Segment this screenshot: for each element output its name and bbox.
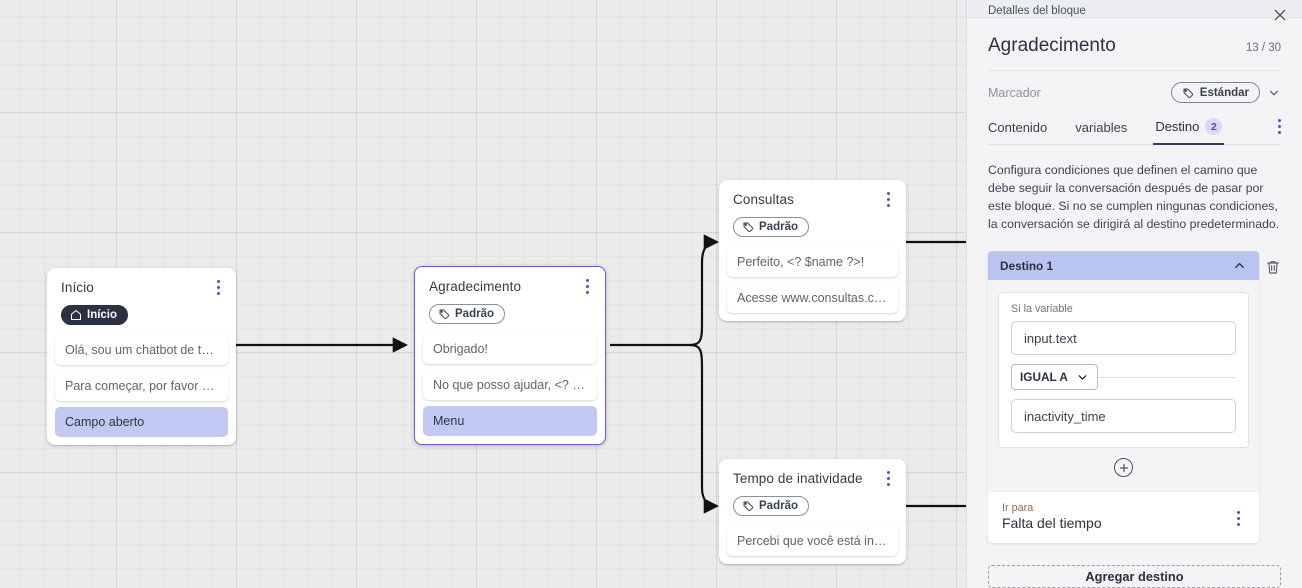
tab-label: variables — [1075, 120, 1128, 136]
condition-card: Si la variable input.text IGUAL A — [998, 292, 1249, 449]
node-row[interactable]: Perfeito, <? $name ?>! — [727, 247, 898, 277]
condition-label: Si la variable — [1011, 303, 1073, 316]
chevron-down-icon[interactable] — [1267, 86, 1281, 100]
node-menu-button[interactable] — [881, 191, 895, 207]
destination-header[interactable]: Destino 1 — [988, 251, 1259, 281]
node-row[interactable]: Olá, sou um chatbot de teste! — [55, 335, 228, 365]
trash-icon[interactable] — [1265, 258, 1281, 276]
goto-value: Falta del tiempo — [1002, 515, 1102, 532]
node-header: Início Início — [47, 268, 236, 335]
flow-node-agradecimento[interactable]: Agradecimento Padrão Obrigado! No que po… — [414, 266, 606, 445]
node-row[interactable]: Obrigado! — [423, 334, 597, 364]
goto-menu-button[interactable] — [1231, 510, 1245, 526]
operator-row: IGUAL A — [1011, 364, 1236, 391]
block-details-panel: Detalles del bloque Agradecimento 13 / 3… — [966, 0, 1302, 588]
char-counter: 13 / 30 — [1245, 42, 1281, 55]
variable-input[interactable]: input.text — [1011, 321, 1236, 356]
add-destination-button[interactable]: Agregar destino — [988, 565, 1281, 588]
chevron-up-icon[interactable] — [1232, 258, 1247, 273]
comparison-value-input[interactable]: inactivity_time — [1011, 399, 1236, 434]
node-chip-label: Padrão — [759, 500, 798, 512]
node-title: Agradecimento — [429, 279, 522, 294]
chevron-down-icon — [1078, 374, 1087, 380]
flow-canvas[interactable]: Início Início Olá, sou um chatbot de tes… — [0, 0, 966, 588]
tag-icon — [1183, 88, 1193, 98]
node-chip-padrao: Padrão — [733, 217, 809, 237]
node-title: Tempo de inatividade — [733, 471, 863, 486]
flow-edges — [236, 234, 966, 514]
block-title-row: Agradecimento 13 / 30 — [988, 18, 1281, 72]
destination-1-wrapper: Destino 1 Si la variable input.text IGUA… — [988, 251, 1281, 544]
tag-icon — [743, 222, 754, 233]
home-icon — [71, 310, 81, 320]
node-body: Perfeito, <? $name ?>! Acesse www.consul… — [719, 247, 906, 321]
node-chip-inicio: Início — [61, 305, 129, 325]
node-body: Obrigado! No que posso ajudar, <? $name … — [415, 334, 605, 444]
panel-topbar: Detalles del bloque — [967, 0, 1302, 21]
node-chip-label: Início — [87, 309, 118, 321]
destination-description: Configura condiciones que definen el cam… — [988, 163, 1280, 232]
node-row[interactable]: Menu — [423, 406, 597, 436]
node-chip-padrao: Padrão — [733, 496, 809, 516]
tab-label: Destino — [1155, 119, 1200, 135]
node-row[interactable]: No que posso ajudar, <? $name ... — [423, 370, 597, 400]
marcador-row: Marcador Estándar — [988, 71, 1281, 112]
goto-label: Ir para — [1002, 502, 1034, 515]
marcador-label: Marcador — [988, 85, 1041, 100]
node-row[interactable]: Acesse www.consultas.com par... — [727, 283, 898, 313]
node-row[interactable]: Percebi que você está inativo. C... — [727, 526, 898, 556]
tag-icon — [439, 309, 450, 320]
tab-badge-count: 2 — [1205, 118, 1223, 136]
node-chip-padrao: Padrão — [429, 304, 505, 324]
page-title: Agradecimento — [988, 35, 1116, 57]
marcador-pill[interactable]: Estándar — [1170, 82, 1260, 104]
panel-topbar-title: Detalles del bloque — [988, 4, 1086, 17]
node-header: Consultas Padrão — [719, 180, 906, 247]
tab-label: Contenido — [988, 120, 1048, 136]
marcador-control[interactable]: Estándar — [1170, 82, 1281, 104]
destination-card: Destino 1 Si la variable input.text IGUA… — [988, 251, 1259, 544]
node-menu-button[interactable] — [580, 278, 594, 294]
tabs-overflow-menu-icon[interactable] — [1278, 119, 1281, 135]
node-header: Tempo de inatividade Padrão — [719, 459, 906, 526]
node-header: Agradecimento Padrão — [415, 267, 605, 334]
panel-tabs: Contenido variables Destino 2 — [988, 112, 1281, 146]
plus-circle-icon[interactable] — [1114, 458, 1133, 478]
close-icon[interactable] — [1272, 7, 1288, 23]
node-menu-button[interactable] — [881, 470, 895, 486]
goto-card[interactable]: Ir para Falta del tiempo — [988, 491, 1259, 544]
marcador-value: Estándar — [1199, 86, 1249, 99]
node-row[interactable]: Campo aberto — [55, 407, 228, 437]
operator-select[interactable]: IGUAL A — [1011, 364, 1098, 391]
destination-header-label: Destino 1 — [1000, 258, 1054, 273]
node-title: Consultas — [733, 192, 794, 207]
tab-destino[interactable]: Destino 2 — [1153, 112, 1225, 146]
node-menu-button[interactable] — [211, 279, 225, 295]
node-chip-label: Padrão — [759, 221, 798, 233]
tab-variables[interactable]: variables — [1075, 114, 1127, 144]
node-row[interactable]: Para começar, por favor digite o ... — [55, 371, 228, 401]
destination-body: Si la variable input.text IGUAL A — [988, 280, 1259, 492]
node-body: Percebi que você está inativo. C... — [719, 526, 906, 564]
node-title: Início — [61, 280, 94, 295]
operator-label: IGUAL A — [1020, 370, 1068, 385]
tab-contenido[interactable]: Contenido — [988, 114, 1047, 144]
tag-icon — [743, 501, 754, 512]
node-chip-label: Padrão — [455, 308, 494, 320]
flow-node-tempo-de-inatividade[interactable]: Tempo de inatividade Padrão Percebi que … — [719, 459, 906, 564]
panel-content: Agradecimento 13 / 30 Marcador Estándar — [967, 18, 1302, 544]
goto-text: Ir para Falta del tiempo — [1002, 502, 1102, 531]
flow-node-consultas[interactable]: Consultas Padrão Perfeito, <? $name ?>! … — [719, 180, 906, 321]
add-destination-label: Agregar destino — [1085, 569, 1184, 585]
flow-node-inicio[interactable]: Início Início Olá, sou um chatbot de tes… — [47, 268, 236, 445]
node-body: Olá, sou um chatbot de teste! Para começ… — [47, 335, 236, 445]
